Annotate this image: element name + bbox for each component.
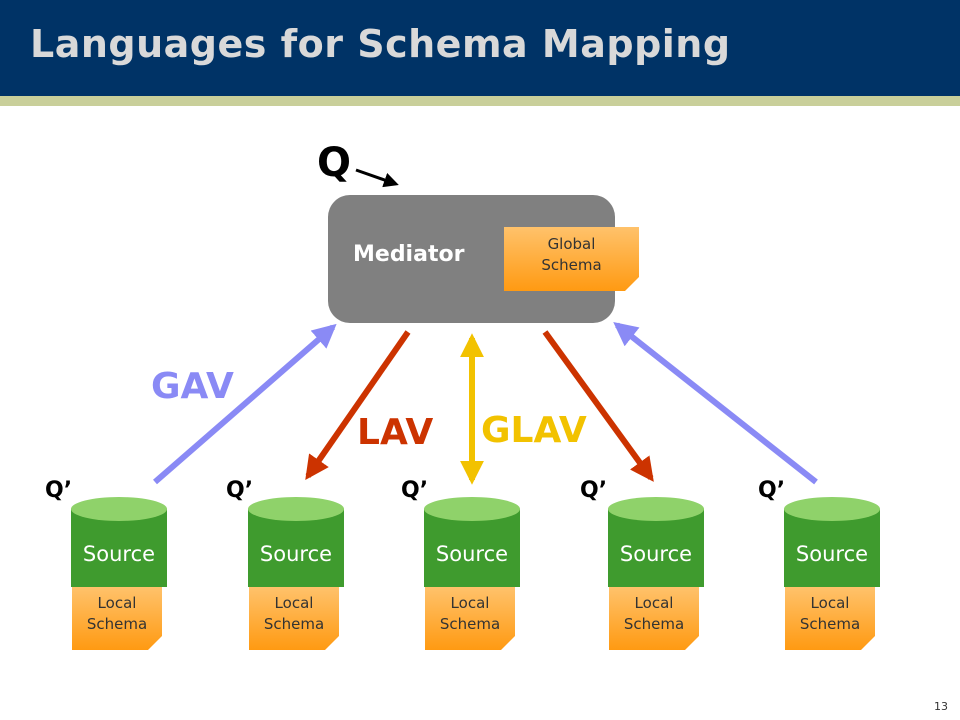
- gav-arrow-left: [153, 323, 337, 485]
- local-schema-line-1: Local: [97, 594, 137, 612]
- source-database: Source: [71, 497, 167, 587]
- local-schema-line-2: Schema: [799, 615, 861, 633]
- slide-title: Languages for Schema Mapping: [30, 22, 731, 66]
- local-schema-line-2: Schema: [623, 615, 685, 633]
- source-database: Source: [784, 497, 880, 587]
- lav-label: LAV: [357, 412, 434, 453]
- local-schema: Local Schema: [785, 587, 875, 650]
- lav-arrow-right: [542, 330, 654, 482]
- local-schema: Local Schema: [425, 587, 515, 650]
- query-label: Q: [317, 140, 352, 186]
- gav-label: GAV: [151, 366, 234, 407]
- local-schema: Local Schema: [609, 587, 699, 650]
- global-schema-line-1: Global: [547, 235, 596, 253]
- global-schema-line-2: Schema: [541, 256, 602, 274]
- cylinder-top: [784, 497, 880, 521]
- source-label: Source: [619, 542, 693, 566]
- source-query-label: Q’: [580, 478, 608, 503]
- glav-label: GLAV: [481, 410, 587, 451]
- local-schema-line-1: Local: [634, 594, 674, 612]
- source-query-label: Q’: [226, 478, 254, 503]
- local-schema-line-2: Schema: [263, 615, 325, 633]
- lav-arrow-left: [305, 330, 411, 480]
- cylinder-body: [784, 509, 880, 587]
- local-schema-line-1: Local: [450, 594, 490, 612]
- source-label: Source: [435, 542, 509, 566]
- source-label: Source: [795, 542, 869, 566]
- source-label: Source: [259, 542, 333, 566]
- cylinder-body: [608, 509, 704, 587]
- cylinder-body: [424, 509, 520, 587]
- local-schema-line-1: Local: [274, 594, 314, 612]
- page-number: 13: [934, 700, 948, 713]
- cylinder-top: [608, 497, 704, 521]
- source-database: Source: [608, 497, 704, 587]
- mediator-label: Mediator: [353, 242, 465, 267]
- title-bar: [0, 0, 960, 96]
- source-query-label: Q’: [45, 478, 73, 503]
- local-schema: Local Schema: [72, 587, 162, 650]
- local-schema: Local Schema: [249, 587, 339, 650]
- query-arrow: [355, 168, 399, 188]
- local-schema-line-2: Schema: [86, 615, 148, 633]
- source-database: Source: [424, 497, 520, 587]
- global-schema: Global Schema: [504, 227, 639, 291]
- cylinder-body: [71, 509, 167, 587]
- cylinder-body: [248, 509, 344, 587]
- cylinder-top: [71, 497, 167, 521]
- source-label: Source: [82, 542, 156, 566]
- gav-arrow-right: [613, 322, 818, 485]
- source-query-label: Q’: [401, 478, 429, 503]
- local-schema-line-2: Schema: [439, 615, 501, 633]
- local-schema-line-1: Local: [810, 594, 850, 612]
- title-underline: [0, 96, 960, 106]
- source-database: Source: [248, 497, 344, 587]
- source-query-label: Q’: [758, 478, 786, 503]
- cylinder-top: [248, 497, 344, 521]
- cylinder-top: [424, 497, 520, 521]
